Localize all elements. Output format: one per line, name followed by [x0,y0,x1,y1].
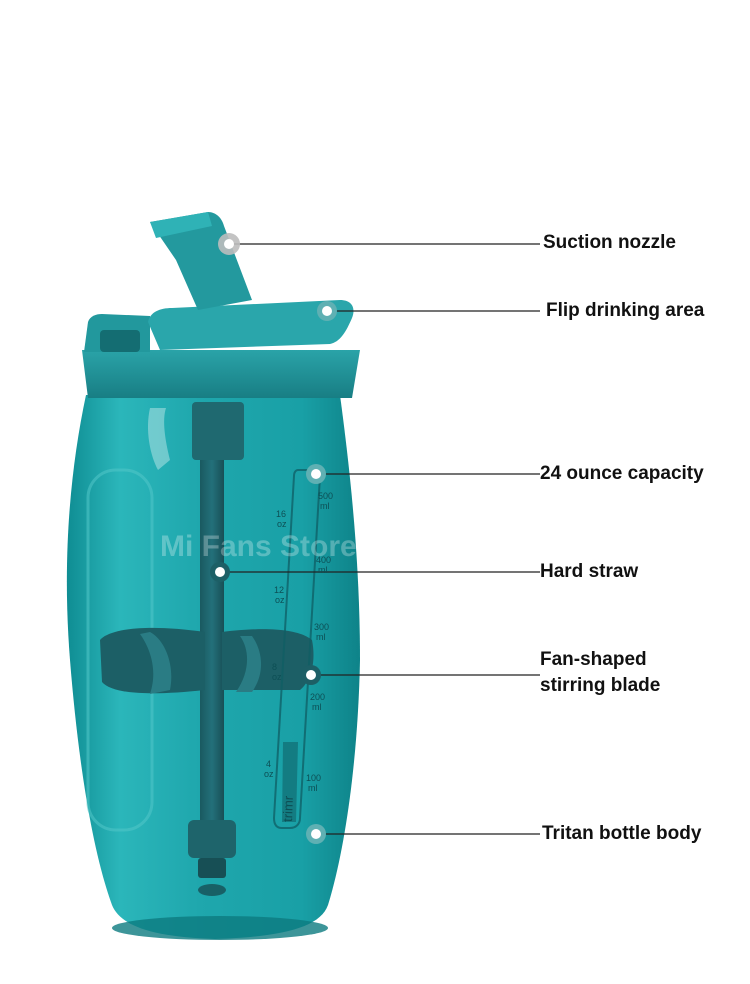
brand-mark: trimr [280,795,296,822]
body-shine [147,408,170,470]
callout-flip-drinking-area: Flip drinking area [546,300,705,321]
ml-mark-unit: ml [318,565,328,575]
callout-capacity: 24 ounce capacity [540,463,704,484]
watermark: Mi Fans Store [160,530,357,563]
ml-mark-value: 100 [306,773,321,783]
stirring-blade [100,627,314,694]
straw-foot [188,820,236,858]
lid-slot [100,330,140,352]
oz-mark-unit: oz [264,769,274,779]
oz-mark-unit: oz [272,672,282,682]
oz-mark-value: 4 [266,759,271,769]
ml-mark-unit: ml [312,702,322,712]
measure-fill [282,742,298,822]
lid-band [82,350,360,398]
callout-stirring-blade: Fan-shaped stirring blade [540,649,661,696]
bottle-base [112,916,328,940]
marker-dots [210,233,337,844]
ml-mark-value: 300 [314,622,329,632]
ml-mark-unit: ml [320,501,330,511]
ml-mark-value: 500 [318,491,333,501]
leader-lines [220,243,540,835]
oz-mark-value: 16 [276,509,286,519]
oz-mark-unit: oz [277,519,287,529]
oz-mark-unit: oz [275,595,285,605]
callout-bottle-body: Tritan bottle body [542,823,702,844]
ml-mark-value: 400 [316,555,331,565]
callout-hard-straw: Hard straw [540,561,639,582]
flip-cap [148,300,354,350]
ml-mark-unit: ml [316,632,326,642]
straw-cap [192,402,244,460]
straw-tube [200,420,224,840]
ml-mark-unit: ml [308,783,318,793]
callout-suction-nozzle: Suction nozzle [543,232,676,253]
oz-mark-value: 12 [274,585,284,595]
ml-mark-value: 200 [310,692,325,702]
oz-mark-value: 8 [272,662,277,672]
